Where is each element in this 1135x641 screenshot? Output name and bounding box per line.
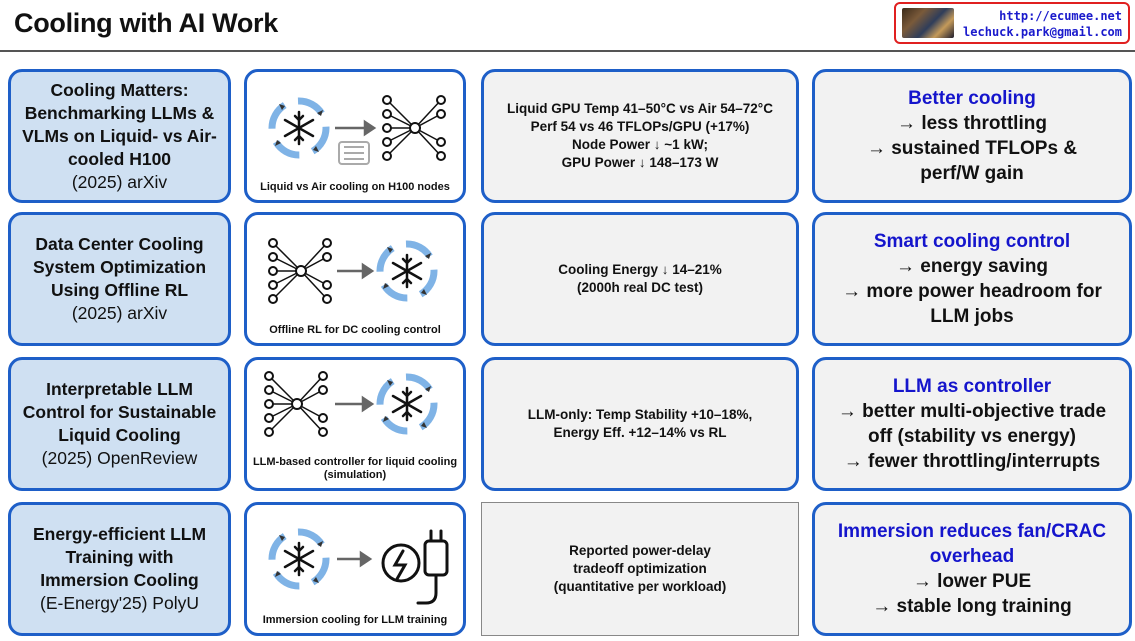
gpu-cooling-illustration	[268, 95, 446, 165]
cooling-cycle-icon	[268, 528, 330, 590]
results-card: LLM-only: Temp Stability +10–18%, Energy…	[481, 357, 799, 491]
arrow-right-icon	[335, 119, 377, 137]
result-line: Reported power-delay	[569, 543, 711, 558]
neural-net-icon	[382, 95, 446, 161]
result-line: LLM-only: Temp Stability +10–18%,	[527, 407, 753, 422]
icon-card: Offline RL for DC cooling control	[244, 212, 466, 346]
paper-title: Data Center Cooling System Optimization …	[32, 234, 207, 300]
rl-cooling-illustration	[268, 238, 438, 304]
paper-venue: (2025) OpenReview	[41, 448, 198, 468]
insight-line: → stable long training	[872, 596, 1072, 617]
result-line: Cooling Energy ↓ 14–21%	[558, 262, 722, 277]
insight-line: → fewer throttling/interrupts	[843, 451, 1101, 472]
title-divider	[0, 50, 1135, 52]
page-title: Cooling with AI Work	[14, 8, 278, 38]
insight-line: → more power headroom for	[842, 281, 1102, 302]
insight-heading: Smart cooling control	[873, 231, 1071, 252]
insight-heading: LLM as controller	[892, 376, 1052, 397]
result-line: GPU Power ↓ 148–173 W	[561, 155, 719, 170]
paper-venue: (E-Energy'25) PolyU	[40, 593, 199, 613]
arrow-right-icon	[335, 395, 375, 413]
llm-controller-illustration	[264, 371, 438, 437]
insight-heading: Immersion reduces fan/CRAC overhead	[837, 521, 1107, 567]
paper-venue: (2025) arXiv	[71, 171, 168, 192]
icon-caption: Offline RL for DC cooling control	[269, 324, 441, 336]
result-line: tradeoff optimization	[573, 561, 707, 576]
icon-caption: Liquid vs Air cooling on H100 nodes	[260, 181, 450, 193]
insight-line: LLM jobs	[930, 306, 1014, 327]
avatar	[902, 8, 954, 38]
paper-title: Interpretable LLM Control for Sustainabl…	[22, 379, 217, 445]
cooling-cycle-icon	[376, 240, 438, 302]
arrow-right-icon	[337, 262, 375, 280]
immersion-illustration	[268, 528, 449, 605]
result-line: Perf 54 vs 46 TFLOPs/GPU (+17%)	[530, 119, 750, 134]
insight-card: Better cooling → less throttling → susta…	[812, 69, 1132, 203]
insight-card: Smart cooling control → energy saving → …	[812, 212, 1132, 346]
result-line: (2000h real DC test)	[576, 280, 704, 295]
insight-card: LLM as controller → better multi-objecti…	[812, 357, 1132, 491]
result-line: Node Power ↓ ~1 kW;	[572, 137, 708, 152]
results-card: Reported power-delay tradeoff optimizati…	[481, 502, 799, 636]
results-card: Cooling Energy ↓ 14–21% (2000h real DC t…	[481, 212, 799, 346]
paper-card: Cooling Matters: Benchmarking LLMs & VLM…	[8, 69, 231, 203]
icon-card: LLM-based controller for liquid cooling …	[244, 357, 466, 491]
insight-card: Immersion reduces fan/CRAC overhead → lo…	[812, 502, 1132, 636]
insight-line: perf/W gain	[920, 163, 1024, 184]
icon-caption: Immersion cooling for LLM training	[262, 614, 448, 626]
insight-line: → energy saving	[895, 256, 1049, 277]
insight-heading: Better cooling	[908, 88, 1036, 109]
insight-line: → better multi-objective trade	[837, 401, 1107, 422]
cooling-cycle-icon	[376, 373, 438, 435]
insight-line: → less throttling	[897, 113, 1047, 134]
paper-venue: (2025) arXiv	[71, 303, 168, 323]
paper-card: Data Center Cooling System Optimization …	[8, 212, 231, 346]
arrow-right-icon	[337, 550, 373, 568]
paper-card: Interpretable LLM Control for Sustainabl…	[8, 357, 231, 491]
cooling-cycle-icon	[268, 97, 330, 159]
results-card: Liquid GPU Temp 41–50°C vs Air 54–72°C P…	[481, 69, 799, 203]
website-link[interactable]: http://ecumee.net	[999, 9, 1122, 23]
insight-line: off (stability vs energy)	[868, 426, 1076, 447]
email-link[interactable]: lechuck.park@gmail.com	[963, 25, 1122, 39]
paper-title: Energy-efficient LLM Training with Immer…	[32, 524, 207, 590]
icon-caption: LLM-based controller for liquid cooling …	[252, 456, 458, 481]
result-line: (quantitative per workload)	[553, 579, 727, 594]
fan-radiator-icon	[338, 141, 370, 165]
paper-card: Energy-efficient LLM Training with Immer…	[8, 502, 231, 636]
icon-card: Liquid vs Air cooling on H100 nodes	[244, 69, 466, 203]
result-line: Liquid GPU Temp 41–50°C vs Air 54–72°C	[507, 101, 773, 116]
insight-line: → sustained TFLOPs &	[866, 138, 1078, 159]
insight-line: → lower PUE	[912, 571, 1032, 592]
neural-net-icon	[268, 238, 332, 304]
paper-title: Cooling Matters: Benchmarking LLMs & VLM…	[22, 79, 217, 169]
neural-net-icon	[264, 371, 328, 437]
result-line: Energy Eff. +12–14% vs RL	[553, 425, 727, 440]
author-badge[interactable]: http://ecumee.net lechuck.park@gmail.com	[894, 2, 1130, 44]
power-plug-icon	[381, 529, 449, 605]
icon-card: Immersion cooling for LLM training	[244, 502, 466, 636]
